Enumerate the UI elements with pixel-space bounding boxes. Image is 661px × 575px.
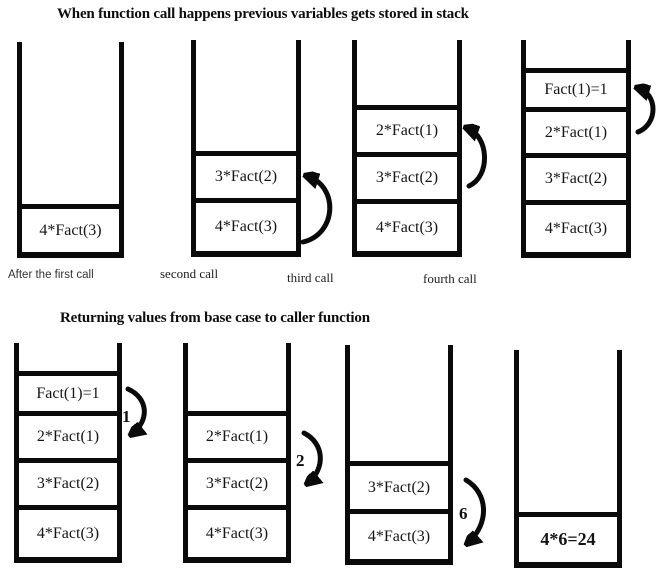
- stack-frame-text: 4*Fact(3): [205, 524, 269, 542]
- stack-frame-text: 3*Fact(2): [205, 475, 269, 492]
- stack-frame-cell: 2*Fact(1): [188, 411, 286, 458]
- stack-frame-cell: 3*Fact(2): [196, 151, 296, 198]
- curved-arrow-up-icon: [297, 160, 333, 245]
- stack-frame-cell: 3*Fact(2): [357, 152, 457, 199]
- stack-frame-cell: 2*Fact(1): [357, 105, 457, 152]
- stack-frame-cell: Fact(1)=1: [526, 68, 626, 107]
- stack-frame-text: 3*Fact(2): [36, 475, 100, 492]
- curved-arrow-down-icon: [458, 477, 486, 555]
- return-value-label: 6: [459, 504, 468, 523]
- return-value-label: 2: [296, 451, 305, 470]
- stack-caption-third: third call: [287, 270, 334, 285]
- curved-arrow-down-icon: [125, 386, 152, 444]
- stack-frame-text: Fact(1)=1: [36, 384, 100, 402]
- call-stack-second: 3*Fact(2) 4*Fact(3): [191, 40, 301, 257]
- final-result-text: 4*6=24: [540, 529, 596, 549]
- stack-frame-cell: 4*Fact(3): [350, 509, 448, 559]
- stack-frame-cell: 4*Fact(3): [196, 198, 296, 251]
- stack-frame-text: 3*Fact(2): [544, 170, 608, 187]
- stack-frame-cell: 4*Fact(3): [526, 200, 626, 252]
- curved-arrow-up-icon: [459, 118, 487, 189]
- curved-arrow-down-icon: [301, 430, 328, 494]
- stack-frame-text: 2*Fact(1): [205, 428, 269, 445]
- return-stack-2: 2*Fact(1) 3*Fact(2) 4*Fact(3): [183, 343, 291, 563]
- stack-frame-cell: Fact(1)=1: [19, 371, 117, 411]
- return-value-label: 1: [122, 407, 131, 426]
- stack-caption-first: After the first call: [8, 269, 94, 281]
- stack-frame-cell: 3*Fact(2): [188, 458, 286, 505]
- call-phase-title: When function call happens previous vari…: [57, 6, 469, 22]
- stack-frame-text: 4*Fact(3): [39, 221, 102, 239]
- stack-frame-cell: 3*Fact(2): [350, 461, 448, 509]
- stack-frame-text: 2*Fact(1): [36, 428, 100, 445]
- stack-frame-text: 2*Fact(1): [375, 122, 439, 139]
- call-stack-third: 2*Fact(1) 3*Fact(2) 4*Fact(3): [352, 40, 462, 257]
- return-stack-3: 3*Fact(2) 4*Fact(3): [345, 345, 453, 565]
- stack-frame-cell: 2*Fact(1): [526, 107, 626, 153]
- stack-frame-cell: 4*Fact(3): [19, 505, 117, 557]
- stack-frame-cell: 3*Fact(2): [526, 153, 626, 200]
- stack-frame-cell: 4*Fact(3): [22, 204, 119, 252]
- stack-frame-text: 2*Fact(1): [544, 123, 608, 141]
- stack-frame-text: 4*Fact(3): [375, 218, 439, 236]
- stack-frame-text: 4*Fact(3): [36, 524, 100, 542]
- stack-frame-text: 3*Fact(2): [214, 168, 278, 185]
- stack-frame-text: 4*Fact(3): [367, 527, 431, 545]
- stack-frame-cell: 3*Fact(2): [19, 458, 117, 505]
- stack-frame-cell: 4*Fact(3): [188, 505, 286, 557]
- stack-frame-text: 3*Fact(2): [375, 169, 439, 186]
- stack-caption-second: second call: [160, 266, 219, 281]
- return-stack-result: 4*6=24: [514, 350, 622, 568]
- call-stack-fourth: Fact(1)=1 2*Fact(1) 3*Fact(2) 4*Fact(3): [521, 40, 631, 258]
- stack-caption-fourth: fourth call: [423, 271, 477, 286]
- stack-frame-cell: 4*Fact(3): [357, 199, 457, 251]
- stack-frame-text: Fact(1)=1: [544, 81, 608, 98]
- stack-frame-cell: 4*6=24: [519, 512, 617, 562]
- stack-frame-cell: 2*Fact(1): [19, 411, 117, 458]
- return-stack-1: Fact(1)=1 2*Fact(1) 3*Fact(2) 4*Fact(3): [14, 343, 122, 563]
- call-stack-first: 4*Fact(3): [17, 42, 124, 258]
- return-phase-title: Returning values from base case to calle…: [60, 310, 370, 326]
- curved-arrow-up-icon: [630, 80, 656, 135]
- stack-frame-text: 3*Fact(2): [367, 478, 431, 496]
- stack-frame-text: 4*Fact(3): [544, 219, 608, 237]
- stack-frame-text: 4*Fact(3): [214, 218, 278, 235]
